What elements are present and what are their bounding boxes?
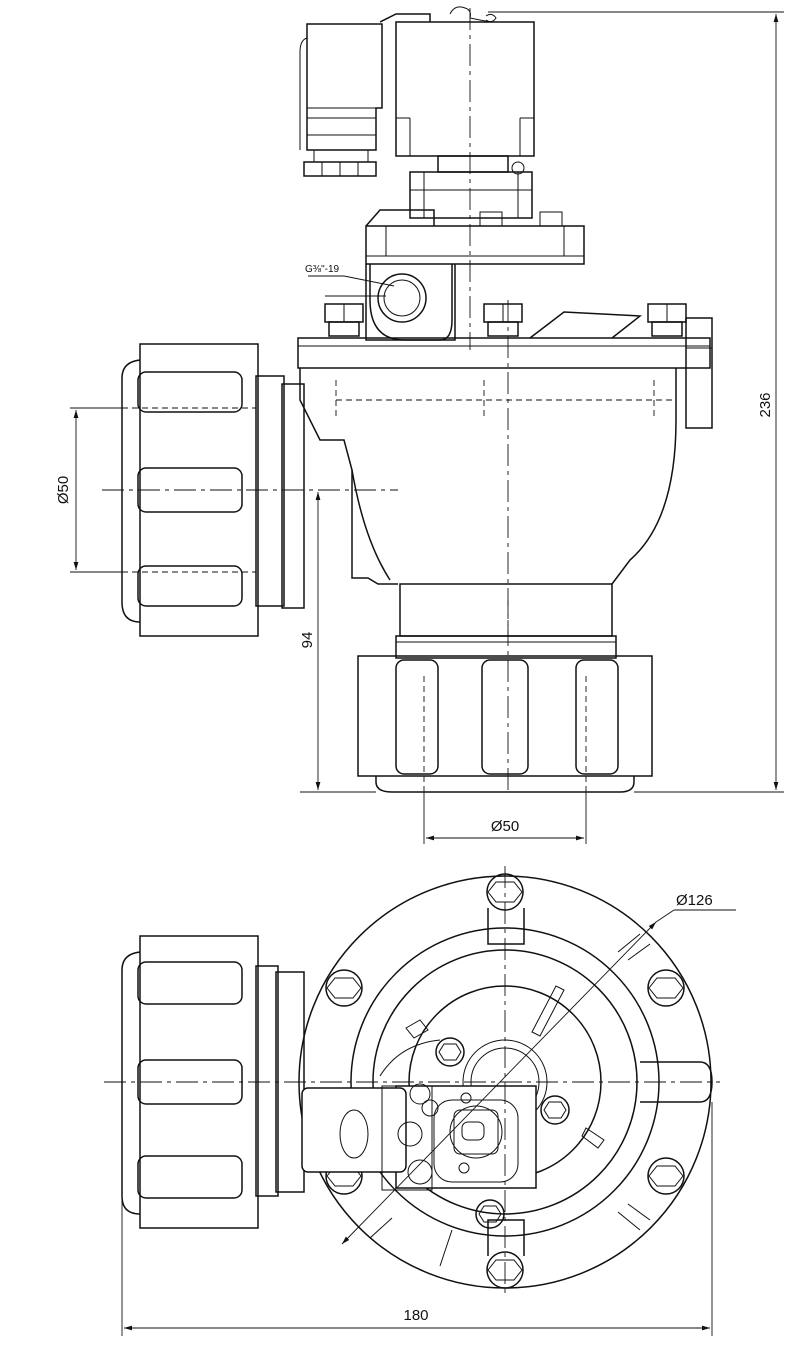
side-lug-right (640, 1061, 713, 1103)
pilot-thread-label: G⅜"-19 (305, 264, 340, 275)
dimension-label-bottom-d50: Ø50 (491, 818, 519, 835)
dimension-total-height: 236 (488, 11, 784, 793)
dimension-label-d126: Ø126 (676, 892, 713, 909)
top-solenoid (301, 1039, 537, 1191)
top-view: Ø126 180 (104, 866, 736, 1336)
bottom-outlet-nut (357, 635, 653, 793)
front-view: 236 Ø50 94 Ø50 G⅜"-19 (55, 6, 784, 844)
dimension-label-side-d50: Ø50 (55, 476, 72, 504)
flange-bolts (324, 303, 687, 337)
dimension-label-180: 180 (403, 1307, 428, 1324)
dimension-bottom-port: Ø50 (423, 792, 587, 844)
dimension-label-236: 236 (757, 392, 774, 417)
diaphragm-flange (297, 311, 713, 429)
dimension-flange-diameter: Ø126 (341, 892, 736, 1245)
top-view-bolts (325, 873, 685, 1289)
dimension-side-port: Ø50 (55, 407, 122, 573)
pilot-port (308, 264, 456, 341)
dimension-outlet-height: 94 (299, 492, 376, 793)
dimension-label-94: 94 (299, 632, 316, 649)
valve-body (299, 368, 677, 637)
solenoid-connector (299, 23, 383, 177)
solenoid-coil (379, 6, 535, 173)
dimension-overall-width: 180 (121, 1102, 713, 1336)
pilot-head (409, 161, 533, 219)
pilot-cover (365, 209, 585, 265)
